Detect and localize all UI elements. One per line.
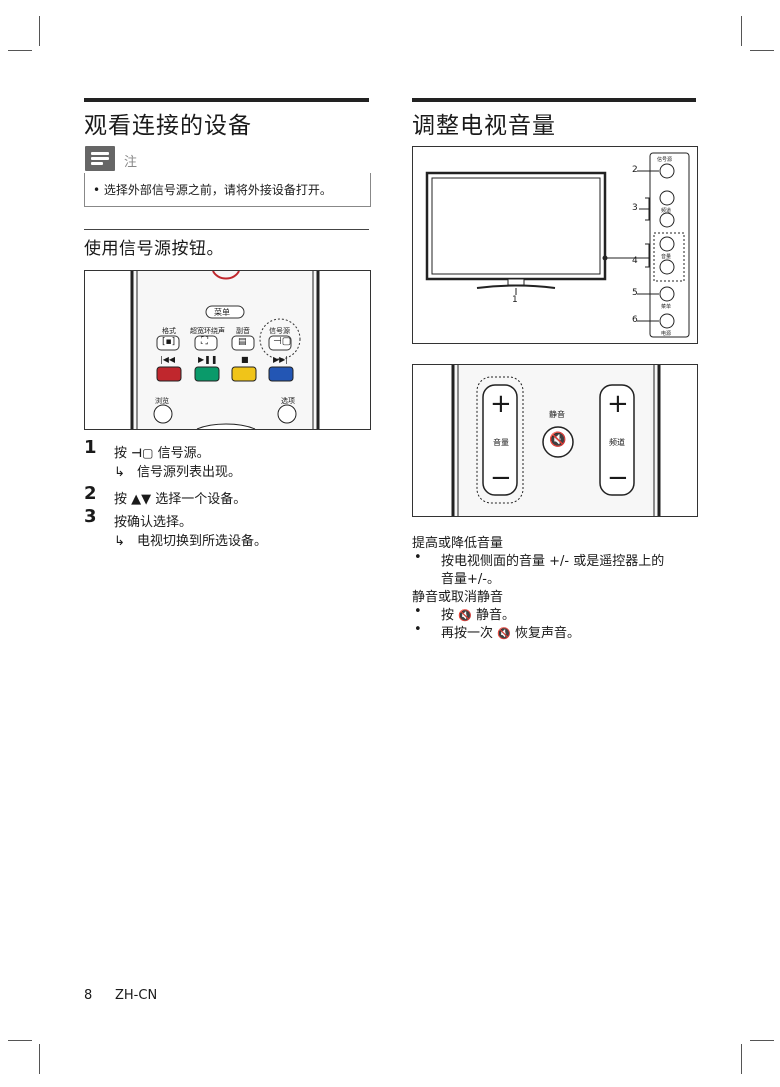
side-button-label: 菜单 — [661, 304, 672, 310]
step-number: 1 — [84, 437, 97, 458]
source-icon: ⊣▢ — [273, 336, 292, 347]
volume-minus-button: − — [490, 463, 512, 493]
bullet-text-after: 静音。 — [476, 608, 516, 623]
bullet-text: 再按一次 🔇 恢复声音。 — [441, 622, 580, 641]
tv-callout-label: 2 — [632, 165, 638, 175]
section-heading-mute: 静音或取消静音 — [412, 590, 504, 605]
mute-icon: 🔇 — [458, 609, 472, 622]
color-buttons — [156, 366, 294, 382]
bullet-text: 按 🔇 静音。 — [441, 604, 515, 623]
format-button-label: 格式 — [162, 327, 176, 335]
note-label: 注 — [124, 155, 138, 170]
step-result-text: 电视切换到所选设备。 — [137, 534, 268, 549]
result-arrow-icon: ↳ — [114, 534, 125, 549]
tv-callout-label: 5 — [632, 288, 638, 298]
browse-label: 浏览 — [155, 397, 169, 405]
mute-icon: 🔇 — [497, 627, 511, 640]
next-button: ▶▶| — [273, 355, 288, 364]
volume-label: 音量 — [493, 438, 509, 447]
crop-mark — [741, 1044, 742, 1074]
bullet-text-before: 再按一次 — [441, 626, 494, 641]
crop-mark — [39, 1044, 40, 1074]
channel-plus-button: + — [607, 389, 629, 419]
subsection-title: 使用信号源按钮。 — [84, 239, 224, 259]
step-text: 按 ⊣▢ 信号源。 — [114, 442, 210, 461]
crop-mark — [8, 50, 32, 51]
source-button-label: 信号源 — [269, 327, 290, 335]
volume-drawing — [451, 365, 661, 516]
play-pause-button: ▶❚❚ — [198, 355, 218, 364]
bullet: • — [414, 550, 422, 565]
surround-icon: ⛶ — [201, 336, 208, 347]
tv-callout-label: 4 — [632, 256, 638, 266]
side-button-label: 信号源 — [657, 157, 673, 163]
step-text: 按确认选择。 — [114, 515, 193, 530]
side-button-label: 频道 — [661, 208, 672, 214]
step-result: ↳ 信号源列表出现。 — [114, 461, 241, 480]
step-text-after: 信号源。 — [157, 446, 210, 461]
crop-mark — [741, 16, 742, 46]
tv-callout-label: 3 — [632, 203, 638, 213]
section-rule — [84, 98, 369, 102]
surround-button-label: 超宽环绕声 — [190, 327, 225, 335]
step-text-before: 按 — [114, 446, 128, 461]
bullet-text-after: 恢复声音。 — [515, 626, 581, 641]
crop-mark — [39, 16, 40, 46]
language-code: ZH-CN — [115, 988, 158, 1003]
crop-mark — [750, 1040, 774, 1041]
tv-callout-label: 6 — [632, 315, 638, 325]
crop-mark — [8, 1040, 32, 1041]
format-icon: [▪] — [162, 337, 176, 347]
bullet-text: 音量+/-。 — [441, 572, 500, 587]
step-result: ↳ 电视切换到所选设备。 — [114, 530, 267, 549]
step-text: 按 ▲▼ 选择一个设备。 — [114, 492, 247, 507]
section-rule — [412, 98, 696, 102]
volume-controls-illustration: + 音量 − 静音 🔇 + 频道 − — [412, 364, 698, 517]
bullet: • — [414, 622, 422, 637]
options-label: 选项 — [281, 397, 295, 405]
note-text: • 选择外部信号源之前，请将外接设备打开。 — [93, 183, 332, 197]
crop-mark — [750, 50, 774, 51]
tv-callout-label: 1 — [512, 295, 518, 305]
stop-button: ■ — [241, 355, 249, 364]
note-icon — [85, 146, 115, 171]
result-arrow-icon: ↳ — [114, 465, 125, 480]
side-button-label: 电源 — [661, 331, 672, 337]
subtitle-icon: ▤ — [238, 337, 247, 347]
channel-label: 频道 — [609, 438, 625, 447]
step-number: 2 — [84, 483, 97, 504]
section-title-watch: 观看连接的设备 — [84, 113, 252, 139]
side-button-label: 音量 — [661, 254, 672, 260]
subtitle-button-label: 副音 — [236, 327, 250, 335]
subsection-rule — [84, 229, 369, 230]
remote-drawing — [130, 271, 320, 429]
bullet: • — [414, 604, 422, 619]
prev-button: |◀◀ — [160, 355, 175, 364]
step-number: 3 — [84, 506, 97, 527]
source-icon: ⊣▢ — [131, 446, 154, 460]
section-heading-volume: 提高或降低音量 — [412, 536, 504, 551]
mute-icon: 🔇 — [549, 432, 567, 448]
volume-plus-button: + — [490, 389, 512, 419]
bullet-text-before: 按 — [441, 608, 455, 623]
remote-illustration: 菜单 格式 超宽环绕声 副音 信号源 [▪] ⛶ ▤ ⊣▢ |◀◀ ▶❚❚ ■ … — [84, 270, 371, 430]
tv-side-illustration: 2 3 4 5 6 1 信号源 频道 音量 菜单 电源 — [412, 146, 698, 344]
tv-drawing — [425, 152, 690, 338]
mute-label: 静音 — [549, 410, 565, 419]
note-box: • 选择外部信号源之前，请将外接设备打开。 — [84, 173, 371, 207]
page-number: 8 — [84, 988, 93, 1003]
menu-button-label: 菜单 — [214, 308, 230, 317]
bullet-text: 按电视侧面的音量 +/- 或是遥控器上的 — [441, 554, 665, 569]
section-title-volume: 调整电视音量 — [412, 113, 556, 139]
step-result-text: 信号源列表出现。 — [137, 465, 242, 480]
channel-minus-button: − — [607, 463, 629, 493]
